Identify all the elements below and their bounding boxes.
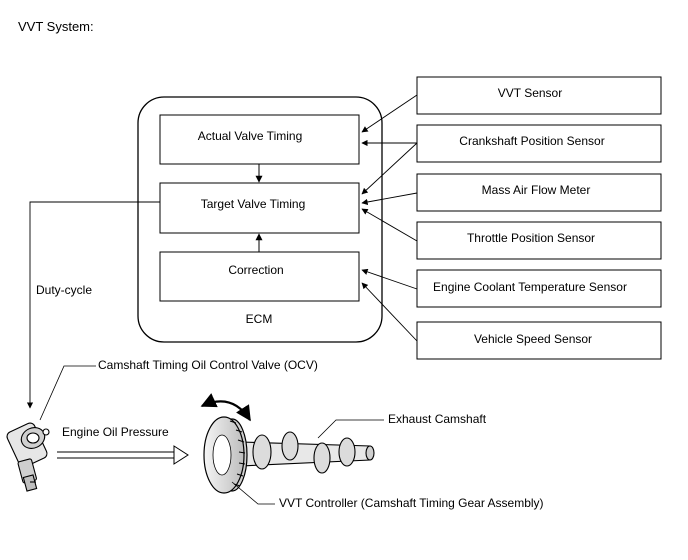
maf-to-target-arrow [361,192,418,206]
ecm-box [137,96,383,343]
exhaust-camshaft-leader [317,419,384,439]
sensor-box-maf: Mass Air Flow Meter [416,173,662,212]
exhaust-camshaft-illustration [239,431,375,474]
duty-cycle-label: Duty-cycle [36,283,92,297]
speed-to-correction-arrow [361,282,418,342]
target-valve-timing-label: Target Valve Timing [201,197,306,211]
sensor-label-speed: Vehicle Speed Sensor [474,332,592,346]
ocv-label: Camshaft Timing Oil Control Valve (OCV) [98,358,318,372]
engine-oil-pressure-label: Engine Oil Pressure [62,425,169,439]
coolant-to-correction-arrow [361,268,418,290]
rotation-arrow [200,393,251,422]
vvt-controller-label: VVT Controller (Camshaft Timing Gear Ass… [279,496,544,510]
sensor-label-coolant: Engine Coolant Temperature Sensor [433,280,627,294]
ocv-leader-line [39,365,96,421]
vvt-controller-leader [231,481,275,505]
sensor-label-throttle: Throttle Position Sensor [467,231,595,245]
crankshaft-to-target-arrow [361,142,418,195]
exhaust-camshaft-label: Exhaust Camshaft [388,412,487,426]
actual-valve-timing-block: Actual Valve Timing [159,114,360,165]
sensor-signal-lines [361,94,418,342]
vvt-controller-illustration [203,416,248,494]
oil-pressure-arrow [57,445,189,465]
correction-block: Correction [159,251,360,302]
sensor-label-vvt: VVT Sensor [498,86,562,100]
sensor-label-maf: Mass Air Flow Meter [482,183,591,197]
ecm-label: ECM [246,312,273,326]
correction-label: Correction [228,263,283,277]
sensor-box-vvt: VVT Sensor [416,76,662,115]
duty-cycle-output-arrow [26,201,160,409]
sensor-box-throttle: Throttle Position Sensor [416,221,662,260]
sensor-box-coolant: Engine Coolant Temperature Sensor [416,269,662,308]
sensor-label-crankshaft: Crankshaft Position Sensor [459,134,604,148]
ocv-valve-illustration [6,422,50,492]
vvt-sensor-to-actual-arrow [361,94,418,133]
throttle-to-target-arrow [361,208,418,242]
sensor-box-speed: Vehicle Speed Sensor [416,321,662,360]
actual-valve-timing-label: Actual Valve Timing [198,129,303,143]
diagram-title: VVT System: [18,19,94,34]
target-valve-timing-block: Target Valve Timing [159,182,360,234]
sensor-box-crankshaft: Crankshaft Position Sensor [416,124,662,163]
